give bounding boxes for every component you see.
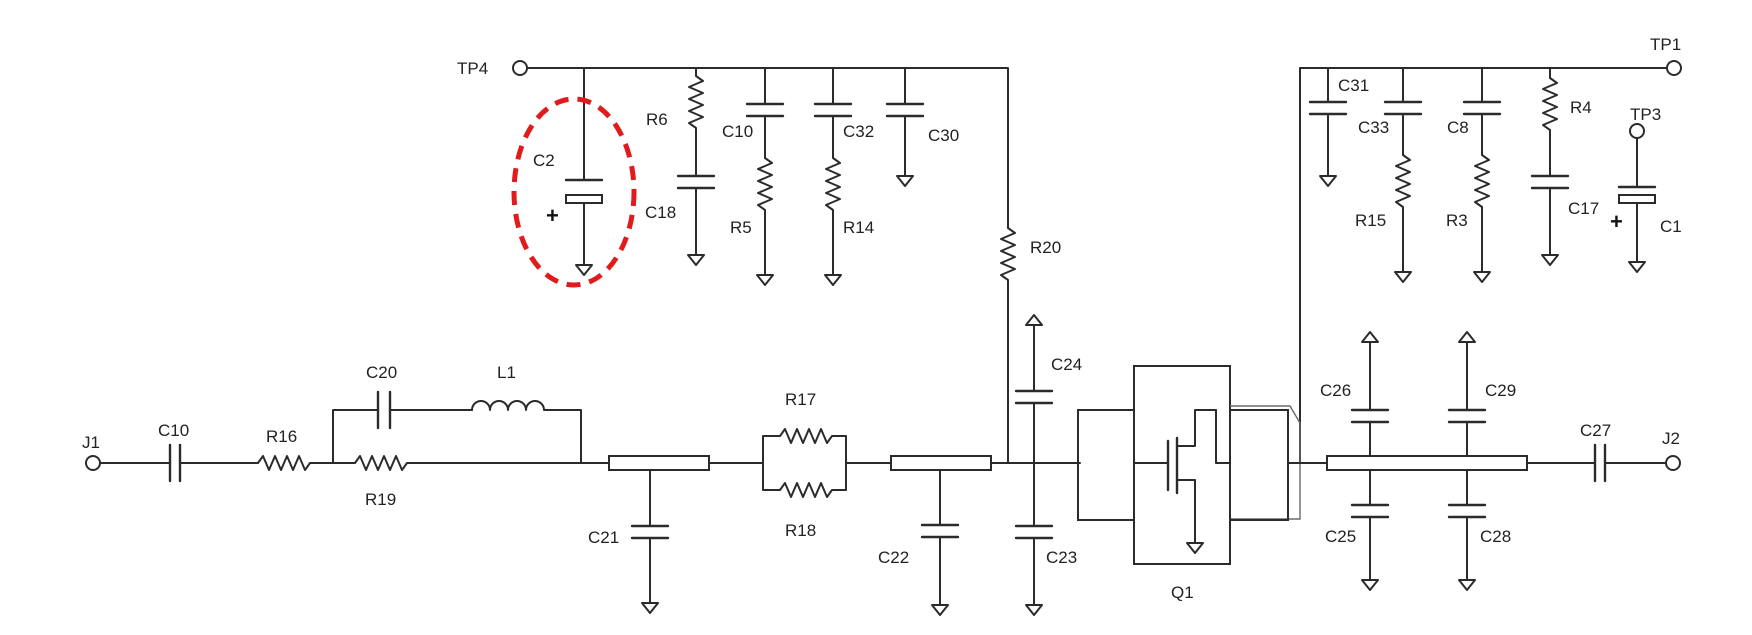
r20-label: R20 xyxy=(1030,238,1061,257)
r20-resistor xyxy=(1000,227,1016,464)
r19-resistor xyxy=(332,455,582,471)
c17-label: C17 xyxy=(1568,199,1599,218)
tp4-bias-network xyxy=(512,60,1016,464)
tp1-bias-network xyxy=(1299,60,1682,464)
tp3-pin[interactable] xyxy=(1629,123,1645,139)
c1-label: C1 xyxy=(1660,217,1682,236)
c2-capacitor xyxy=(565,194,603,204)
r15-resistor xyxy=(1395,113,1411,273)
c29-label: C29 xyxy=(1485,381,1516,400)
c22-label: C22 xyxy=(878,548,909,567)
r4-resistor xyxy=(1542,67,1558,177)
j1-pin[interactable] xyxy=(85,455,101,471)
c10-input-label: C10 xyxy=(158,421,189,440)
c33-label: C33 xyxy=(1358,118,1389,137)
r4-label: R4 xyxy=(1570,98,1592,117)
r3-resistor xyxy=(1474,113,1490,273)
r6-resistor xyxy=(688,67,704,177)
c27-label: C27 xyxy=(1580,421,1611,440)
r16-label: R16 xyxy=(266,427,297,446)
c2-label: C2 xyxy=(533,151,555,170)
component-labels: TP4 TP1 TP3 J1 J2 C2 + R6 C18 C10 R5 C32… xyxy=(82,35,1682,602)
c25-label: C25 xyxy=(1325,527,1356,546)
j2-pin[interactable] xyxy=(1665,455,1681,471)
r6-label: R6 xyxy=(646,110,668,129)
c26-label: C26 xyxy=(1320,381,1351,400)
r14-label: R14 xyxy=(843,218,874,237)
r18-label: R18 xyxy=(785,521,816,540)
signal-path xyxy=(85,314,1681,616)
r19-label: R19 xyxy=(365,490,396,509)
c23-label: C23 xyxy=(1046,548,1077,567)
c28-label: C28 xyxy=(1480,527,1511,546)
transmission-line-3 xyxy=(1326,455,1528,471)
tp4-label: TP4 xyxy=(457,59,488,78)
tp1-label: TP1 xyxy=(1650,35,1681,54)
c8-label: C8 xyxy=(1447,118,1469,137)
r16-resistor xyxy=(179,455,334,471)
transmission-line-1 xyxy=(608,455,710,471)
c24-label: C24 xyxy=(1051,355,1082,374)
q1-transistor xyxy=(1077,365,1301,565)
r14-resistor xyxy=(825,115,841,276)
c18-label: C18 xyxy=(645,203,676,222)
c1-polarity-mark: + xyxy=(1610,209,1623,234)
r17-resistor xyxy=(762,428,847,464)
r17-label: R17 xyxy=(785,390,816,409)
c20-label: C20 xyxy=(366,363,397,382)
j1-label: J1 xyxy=(82,433,100,452)
c32-label: C32 xyxy=(843,122,874,141)
q1-label: Q1 xyxy=(1171,583,1194,602)
c31-label: C31 xyxy=(1338,76,1369,95)
r15-label: R15 xyxy=(1355,211,1386,230)
c21-label: C21 xyxy=(588,528,619,547)
c10-top-label: C10 xyxy=(722,122,753,141)
r3-label: R3 xyxy=(1446,211,1468,230)
r5-resistor xyxy=(757,115,773,276)
c1-capacitor xyxy=(1618,194,1656,204)
j2-label: J2 xyxy=(1662,429,1680,448)
l1-inductor xyxy=(471,400,582,464)
c30-label: C30 xyxy=(928,126,959,145)
l1-label: L1 xyxy=(497,363,516,382)
tp3-label: TP3 xyxy=(1630,105,1661,124)
tp4-pin[interactable] xyxy=(512,60,528,76)
c2-polarity-mark: + xyxy=(546,203,559,228)
r18-resistor xyxy=(762,462,847,498)
transmission-line-2 xyxy=(890,455,992,471)
tp1-pin[interactable] xyxy=(1666,60,1682,76)
c2-highlight-ellipse xyxy=(511,96,637,288)
r5-label: R5 xyxy=(730,218,752,237)
